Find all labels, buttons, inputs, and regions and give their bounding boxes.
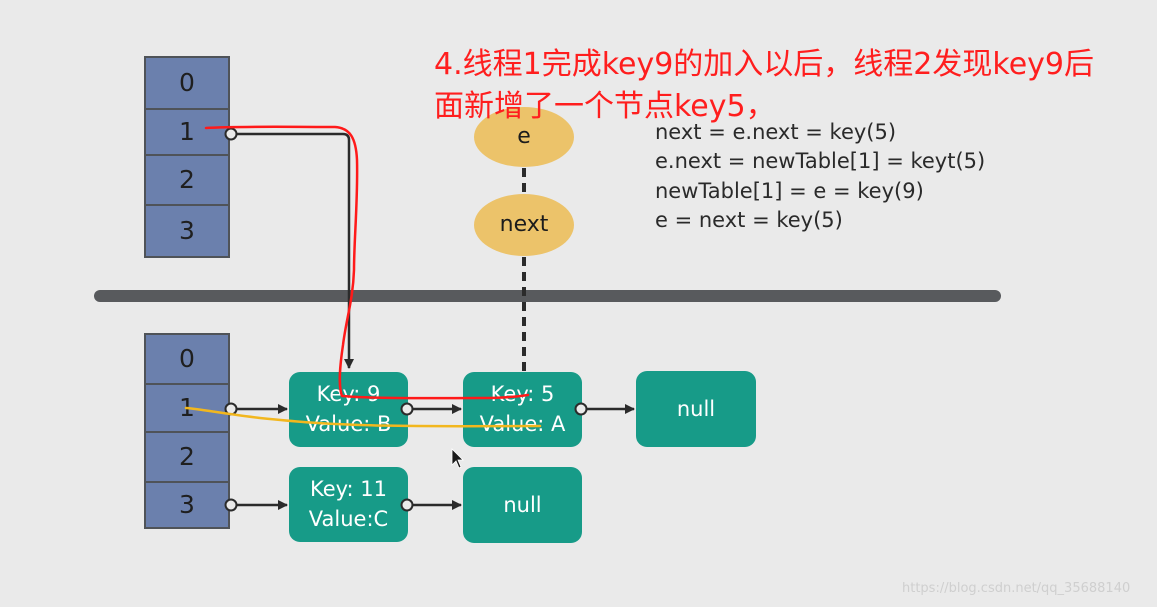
new-table-cell-3: 3 [144, 481, 230, 529]
node-key11-key: Key: 11 [309, 477, 388, 501]
new-table-cell-0: 0 [144, 333, 230, 385]
node-key9: Key: 9 Value: B [289, 372, 408, 447]
node-null-row1: null [636, 371, 756, 447]
oval-e: e [474, 107, 574, 167]
code-line-2: e.next = newTable[1] = keyt(5) [655, 149, 986, 173]
old-table-cell-3: 3 [144, 204, 230, 258]
code-line-3: newTable[1] = e = key(9) [655, 179, 924, 203]
node-key5-value: Value: A [479, 412, 566, 436]
node-null-row3: null [463, 467, 582, 543]
node-key11-value: Value:C [308, 507, 389, 531]
old-bucket1-pointer-origin [224, 127, 238, 141]
caption-line-2: 面新增了一个节点key5， [434, 89, 776, 124]
caption-line-1: 4.线程1完成key9的加入以后，线程2发现key9后 [434, 47, 1094, 82]
key5-next-origin [574, 402, 588, 416]
code-line-4: e = next = key(5) [655, 208, 843, 232]
bucket3-origin [224, 498, 238, 512]
old-table-cell-0: 0 [144, 56, 230, 110]
new-table-cell-2: 2 [144, 431, 230, 483]
node-key11: Key: 11 Value:C [289, 467, 408, 542]
red-annotation-stroke [204, 125, 530, 400]
oval-next: next [474, 194, 574, 256]
key9-next-origin [400, 402, 414, 416]
node-key5: Key: 5 Value: A [463, 372, 582, 447]
old-table-cell-2: 2 [144, 154, 230, 206]
key11-next-origin [400, 498, 414, 512]
code-line-1: next = e.next = key(5) [655, 120, 897, 144]
node-key5-key: Key: 5 [490, 382, 555, 406]
node-key9-key: Key: 9 [316, 382, 381, 406]
mouse-cursor-icon [451, 448, 464, 469]
old-bucket1-pointer [236, 132, 354, 369]
watermark: https://blog.csdn.net/qq_35688140 [902, 581, 1131, 596]
yellow-annotation-stroke [184, 406, 542, 428]
